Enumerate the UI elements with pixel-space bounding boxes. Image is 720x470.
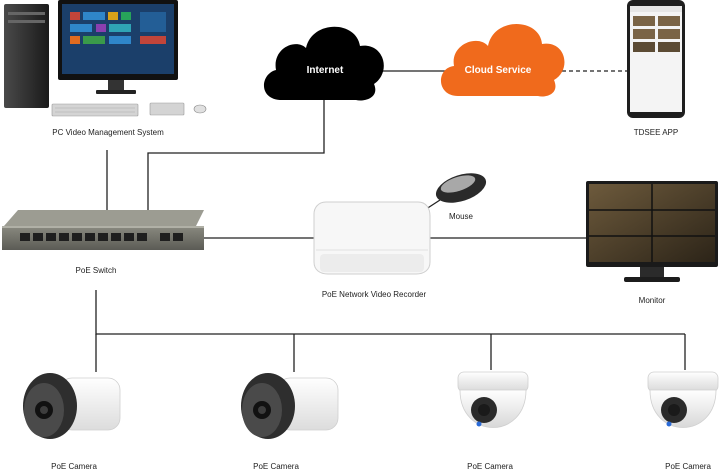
mouse-icon — [435, 173, 487, 203]
camera-label-1: PoE Camera — [51, 462, 97, 470]
pc-label: PC Video Management System — [52, 128, 164, 137]
cloud-service-icon: Cloud Service — [440, 24, 565, 97]
mouse-label: Mouse — [448, 212, 474, 221]
monitor-icon — [586, 181, 718, 282]
poe-switch-icon — [2, 210, 204, 250]
dome-camera-icon — [457, 371, 529, 428]
connection-lines — [95, 70, 686, 372]
cloud-service-label: Cloud Service — [465, 65, 532, 76]
nvr-label: PoE Network Video Recorder — [321, 290, 427, 299]
internet-label: Internet — [307, 65, 344, 76]
camera-label-3: PoE Camera — [467, 462, 513, 470]
line-internet-switch — [147, 100, 325, 212]
monitor-label: Monitor — [638, 296, 666, 305]
camera-label-4: PoE Camera — [665, 462, 711, 470]
pc-workstation-icon — [4, 0, 207, 117]
bullet-camera-icon — [241, 373, 339, 439]
dome-camera-icon — [647, 371, 719, 428]
switch-label: PoE Switch — [75, 266, 117, 275]
app-label: TDSEE APP — [633, 128, 679, 137]
internet-cloud-icon: Internet — [263, 26, 384, 101]
nvr-icon — [313, 201, 431, 275]
bullet-camera-icon — [23, 373, 121, 439]
phone-app-icon — [627, 0, 685, 118]
camera-label-2: PoE Camera — [253, 462, 299, 470]
